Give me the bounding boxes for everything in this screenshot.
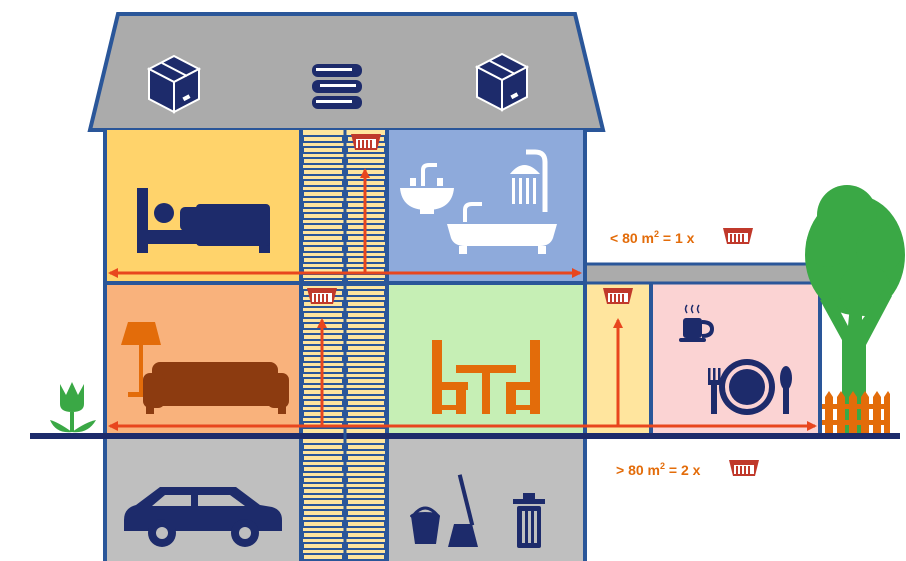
living-room xyxy=(105,283,301,433)
shower-icon xyxy=(510,149,548,212)
stair-step xyxy=(346,377,386,385)
stair-step xyxy=(346,399,386,407)
stair-step xyxy=(302,179,344,187)
stair-step xyxy=(302,476,344,484)
stair-step xyxy=(346,542,386,550)
stair-step xyxy=(346,355,386,363)
stair-step xyxy=(302,487,344,495)
stair-step xyxy=(302,553,344,561)
tulip-icon xyxy=(50,382,96,433)
books-icon xyxy=(312,64,362,109)
stair-step xyxy=(302,157,344,165)
stair-step xyxy=(302,212,344,220)
car-icon xyxy=(124,487,282,547)
stair-step xyxy=(346,322,386,330)
stair-step xyxy=(302,234,344,242)
fence-icon xyxy=(822,391,890,433)
stair-step xyxy=(302,509,344,517)
small-area-label: < 80 m2 = 1 x xyxy=(610,229,695,246)
stair-step xyxy=(302,190,344,198)
stair-step xyxy=(346,344,386,352)
bed-icon xyxy=(137,188,270,253)
stair-step xyxy=(346,333,386,341)
box-icon xyxy=(148,55,200,113)
stair-step xyxy=(346,388,386,396)
stair-step xyxy=(302,443,344,451)
box-icon xyxy=(476,53,528,111)
smoke-detector-icon xyxy=(307,288,337,304)
stair-step xyxy=(346,531,386,539)
bucket-mop-icon xyxy=(410,474,478,547)
stair-step xyxy=(346,553,386,561)
smoke-detector-icon xyxy=(351,134,381,150)
stair-step xyxy=(302,278,344,286)
stair-step xyxy=(346,157,386,165)
extension-roof xyxy=(583,262,842,285)
stair-step xyxy=(302,245,344,253)
stair-step xyxy=(346,289,386,297)
smoke-detector-icon xyxy=(723,228,753,244)
stair-step xyxy=(346,487,386,495)
sink-icon xyxy=(400,163,454,214)
stair-step xyxy=(302,531,344,539)
stair-step xyxy=(302,223,344,231)
stair-step xyxy=(302,135,344,143)
tree-icon xyxy=(805,185,905,433)
stair-step xyxy=(346,410,386,418)
stair-step xyxy=(302,454,344,462)
stair-step xyxy=(346,454,386,462)
stair-step xyxy=(302,146,344,154)
stair-step xyxy=(346,498,386,506)
stair-step xyxy=(346,443,386,451)
stair-step xyxy=(346,300,386,308)
stair-step xyxy=(302,168,344,176)
trash-can-icon xyxy=(513,493,545,548)
stair-step xyxy=(302,465,344,473)
stair-step xyxy=(302,520,344,528)
stair-step xyxy=(302,498,344,506)
stair-step xyxy=(302,201,344,209)
stair-step xyxy=(346,278,386,286)
dining-table-icon xyxy=(432,340,540,414)
plate-cutlery-icon xyxy=(708,359,792,415)
stair-step xyxy=(302,542,344,550)
stair-step xyxy=(346,311,386,319)
coffee-cup-icon xyxy=(679,304,715,342)
floor-lamp-icon xyxy=(121,322,161,397)
stair-step xyxy=(302,256,344,264)
stair-step xyxy=(346,465,386,473)
stair-step xyxy=(346,520,386,528)
sofa-icon xyxy=(143,362,289,414)
large-area-label: > 80 m2 = 2 x xyxy=(616,461,701,478)
smoke-detector-icon xyxy=(729,460,759,476)
stair-step xyxy=(346,509,386,517)
ground-line xyxy=(30,433,900,439)
stair-step xyxy=(346,476,386,484)
smoke-detector-icon xyxy=(603,288,633,304)
bathtub-icon xyxy=(447,202,557,254)
stair-step xyxy=(346,366,386,374)
